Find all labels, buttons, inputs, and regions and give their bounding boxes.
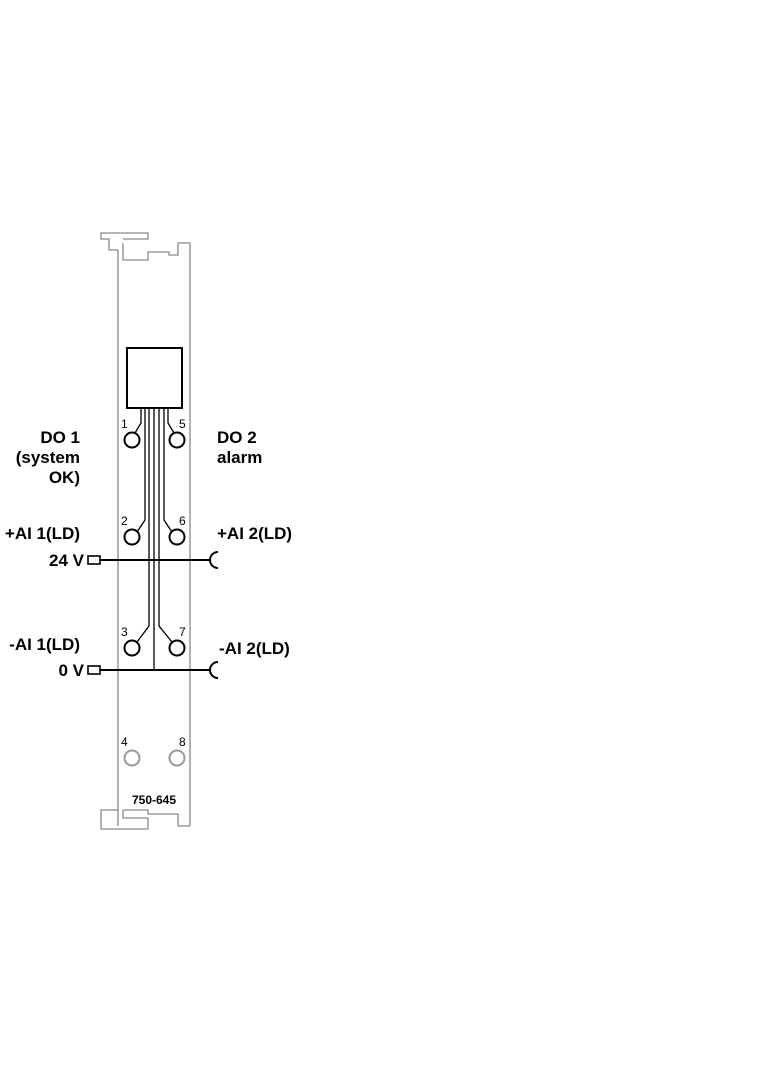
chip <box>126 347 183 409</box>
terminal-6 <box>168 528 186 546</box>
terminal-2 <box>123 528 141 546</box>
label-do2-line2: alarm <box>217 448 262 467</box>
label-do1: DO 1 <box>40 428 80 447</box>
terminal-1 <box>123 431 141 449</box>
label-0v: 0 V <box>58 661 84 680</box>
terminal-3 <box>123 639 141 657</box>
supply-lines <box>87 551 219 679</box>
terminal-number-2: 2 <box>121 514 128 528</box>
terminal-number-1: 1 <box>121 417 128 431</box>
label-do2: DO 2 <box>217 428 257 447</box>
terminal-number-3: 3 <box>121 625 128 639</box>
label-do1-line3: OK) <box>49 468 80 487</box>
terminal-number-8: 8 <box>179 735 186 749</box>
module-housing <box>100 232 191 830</box>
terminal-4 <box>123 749 141 767</box>
label-ai2-plus: +AI 2(LD) <box>217 524 292 543</box>
part-number: 750-645 <box>132 793 176 807</box>
terminal-number-5: 5 <box>179 417 186 431</box>
terminal-8 <box>168 749 186 767</box>
label-ai2-minus: -AI 2(LD) <box>219 639 290 658</box>
terminal-5 <box>168 431 186 449</box>
terminal-number-6: 6 <box>179 514 186 528</box>
label-ai1-plus: +AI 1(LD) <box>5 524 80 543</box>
label-ai1-minus: -AI 1(LD) <box>9 635 80 654</box>
internal-wires <box>134 408 175 670</box>
terminal-number-4: 4 <box>121 735 128 749</box>
terminal-7 <box>168 639 186 657</box>
label-24v: 24 V <box>49 551 85 570</box>
label-do1-line2: (system <box>16 448 80 467</box>
terminal-number-7: 7 <box>179 625 186 639</box>
